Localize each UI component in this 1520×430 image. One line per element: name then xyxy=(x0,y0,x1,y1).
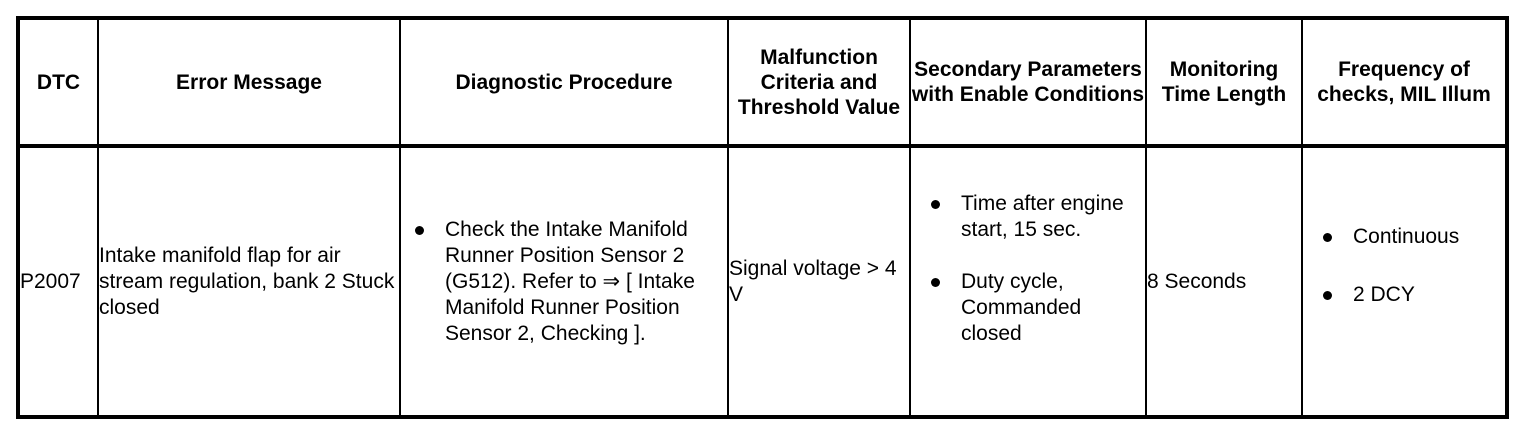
header-row: DTC Error Message Diagnostic Procedure M… xyxy=(17,18,1508,148)
cell-frequency-of-checks: Continuous 2 DCY xyxy=(1301,146,1508,417)
list-item: Duty cycle, Commanded closed xyxy=(931,269,1141,347)
malfunction-criteria-text: Signal voltage > 4 V xyxy=(729,256,897,306)
list-item: 2 DCY xyxy=(1323,282,1501,308)
cell-diagnostic-procedure: Check the Intake Manifold Runner Positio… xyxy=(399,146,729,417)
list-item-label: 2 DCY xyxy=(1353,282,1415,306)
list-item-label: Check the Intake Manifold Runner Positio… xyxy=(445,217,695,345)
column-header-dtc: DTC xyxy=(17,18,99,148)
column-header-malfunction-criteria: Malfunction Criteria and Threshold Value xyxy=(727,18,911,148)
cell-error-message: Intake manifold flap for air stream regu… xyxy=(97,146,401,417)
dtc-code: P2007 xyxy=(20,269,81,293)
cell-dtc: P2007 xyxy=(17,146,99,417)
bullet-icon xyxy=(931,277,940,287)
list-item: Continuous xyxy=(1323,224,1501,250)
list-item: Time after engine start, 15 sec. xyxy=(931,191,1141,243)
table-header: DTC Error Message Diagnostic Procedure M… xyxy=(17,18,1508,148)
column-header-error-message: Error Message xyxy=(97,18,401,148)
list-item-label: Duty cycle, Commanded closed xyxy=(961,269,1082,345)
bullet-icon xyxy=(931,199,940,209)
list-item-label: Continuous xyxy=(1353,224,1460,248)
table-body: P2007 Intake manifold flap for air strea… xyxy=(17,146,1508,417)
column-header-frequency-of-checks: Frequency of checks, MIL Illum xyxy=(1301,18,1508,148)
monitoring-time-length-text: 8 Seconds xyxy=(1147,269,1247,293)
column-header-secondary-parameters: Secondary Parameters with Enable Conditi… xyxy=(909,18,1147,148)
cell-monitoring-time-length: 8 Seconds xyxy=(1145,146,1303,417)
bullet-icon xyxy=(415,225,424,235)
cell-malfunction-criteria: Signal voltage > 4 V xyxy=(727,146,911,417)
list-item-label: Time after engine start, 15 sec. xyxy=(961,191,1124,241)
frequency-of-checks-list: Continuous 2 DCY xyxy=(1303,224,1505,308)
diagnostic-procedure-list: Check the Intake Manifold Runner Positio… xyxy=(401,217,727,347)
cell-secondary-parameters: Time after engine start, 15 sec. Duty cy… xyxy=(909,146,1147,417)
dtc-diagnostic-table: DTC Error Message Diagnostic Procedure M… xyxy=(16,16,1509,419)
column-header-monitoring-time-length: Monitoring Time Length xyxy=(1145,18,1303,148)
secondary-parameters-list: Time after engine start, 15 sec. Duty cy… xyxy=(911,191,1145,347)
bullet-icon xyxy=(1323,232,1332,242)
table-row: P2007 Intake manifold flap for air strea… xyxy=(17,146,1508,417)
list-item: Check the Intake Manifold Runner Positio… xyxy=(415,217,723,347)
column-header-diagnostic-procedure: Diagnostic Procedure xyxy=(399,18,729,148)
error-message-text: Intake manifold flap for air stream regu… xyxy=(99,243,395,319)
bullet-icon xyxy=(1323,290,1332,300)
